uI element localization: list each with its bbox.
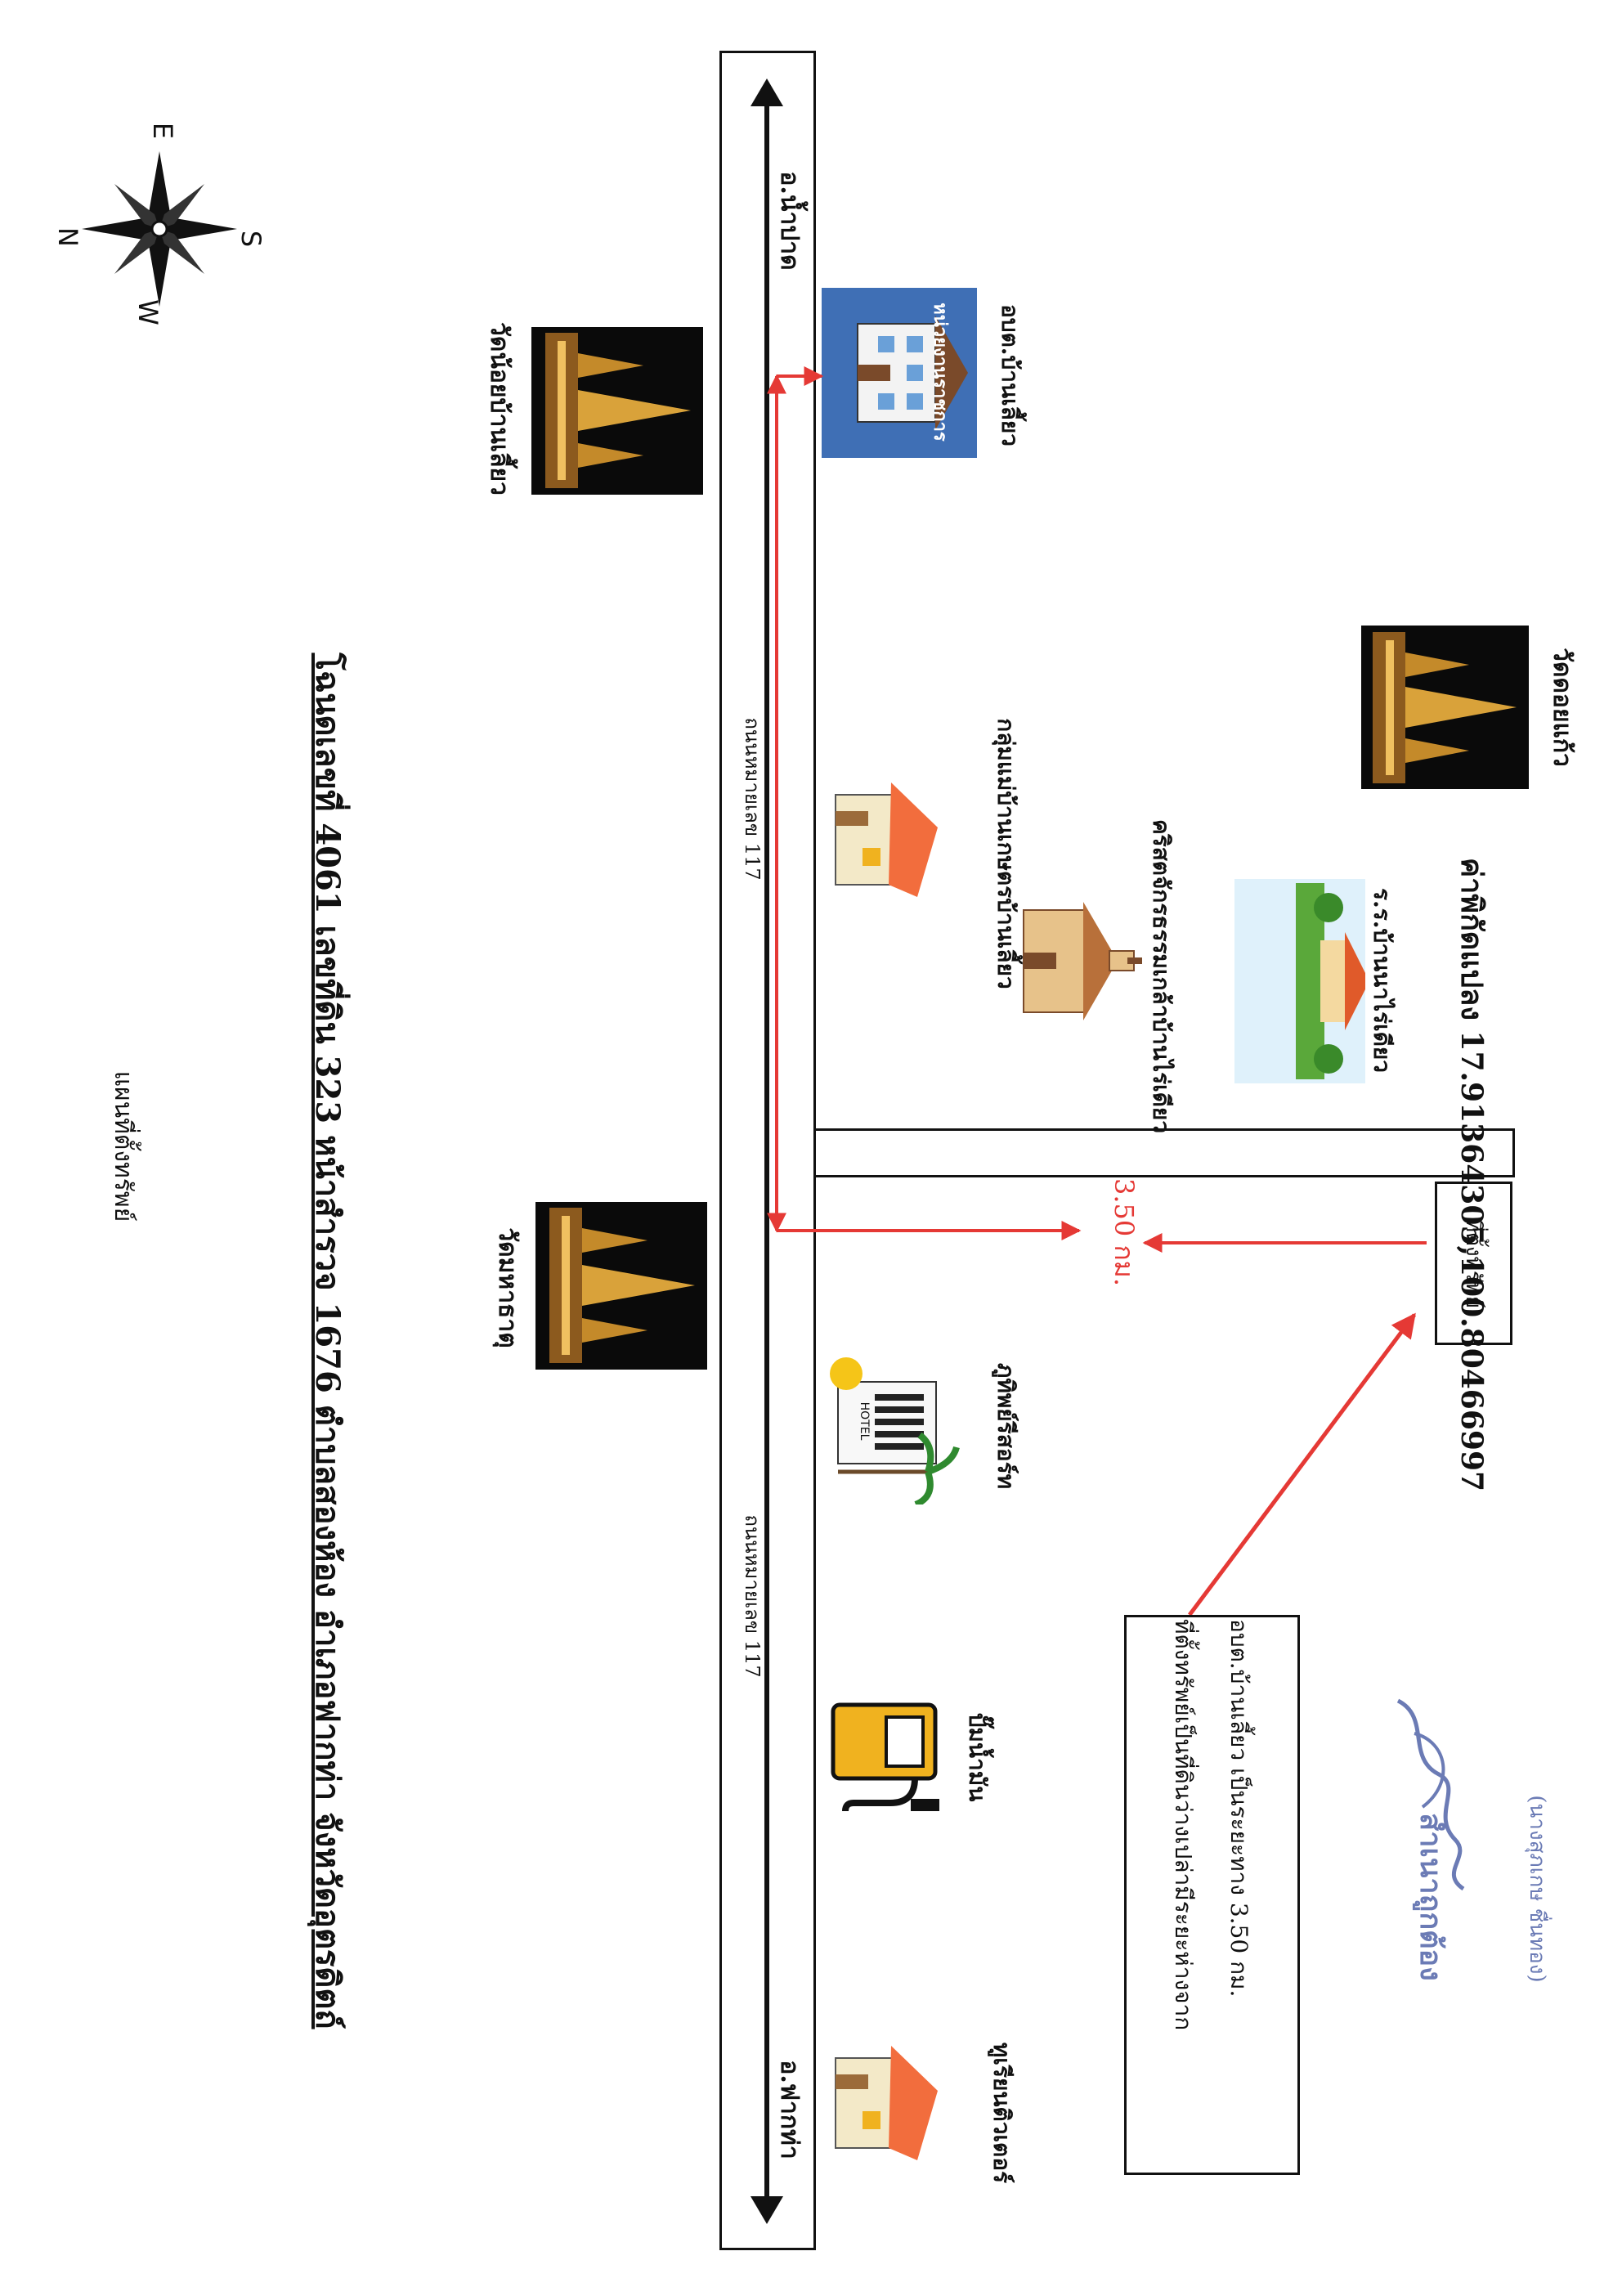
- note-line-2: อบต.บ้านเลี้ยว เป็นระยะทาง 3.50 กม.: [1225, 1619, 1252, 1998]
- school-icon: [1234, 879, 1365, 1083]
- side-road: [816, 1128, 1515, 1177]
- coordinates-label: ค่าพิกัดแปลง 17.91364305,100.80466997: [1454, 858, 1489, 1492]
- certify-name: (นางสุภเกษ ชื่นทอง): [1525, 1795, 1549, 1983]
- distance-label: 3.50 กม.: [1109, 1177, 1140, 1287]
- road-frame: [719, 51, 816, 2250]
- compass-rose-icon: N S E W: [49, 114, 270, 327]
- temple-icon: [535, 1202, 707, 1370]
- temple-icon: [1361, 626, 1529, 789]
- gas-pump-icon: [826, 1684, 977, 1827]
- property-box: [1435, 1182, 1512, 1345]
- temple-icon: [531, 327, 703, 495]
- arrow-north-head-icon: [751, 78, 783, 111]
- government-building-icon: หน่วยงานราชการ: [822, 288, 977, 458]
- note-line-1: ที่ตั้งทรัพย์เป็นที่ดินว่างเปล่ามีระยะห่…: [1170, 1619, 1197, 2031]
- church-icon: [1010, 895, 1145, 1026]
- house-icon: [822, 756, 944, 924]
- arrow-south-head-icon: [751, 2191, 783, 2224]
- note-box: [1124, 1615, 1300, 2175]
- hotel-icon: HOTEL: [822, 1341, 969, 1505]
- signature-icon: [1382, 1684, 1488, 1897]
- house-icon: [822, 2020, 944, 2187]
